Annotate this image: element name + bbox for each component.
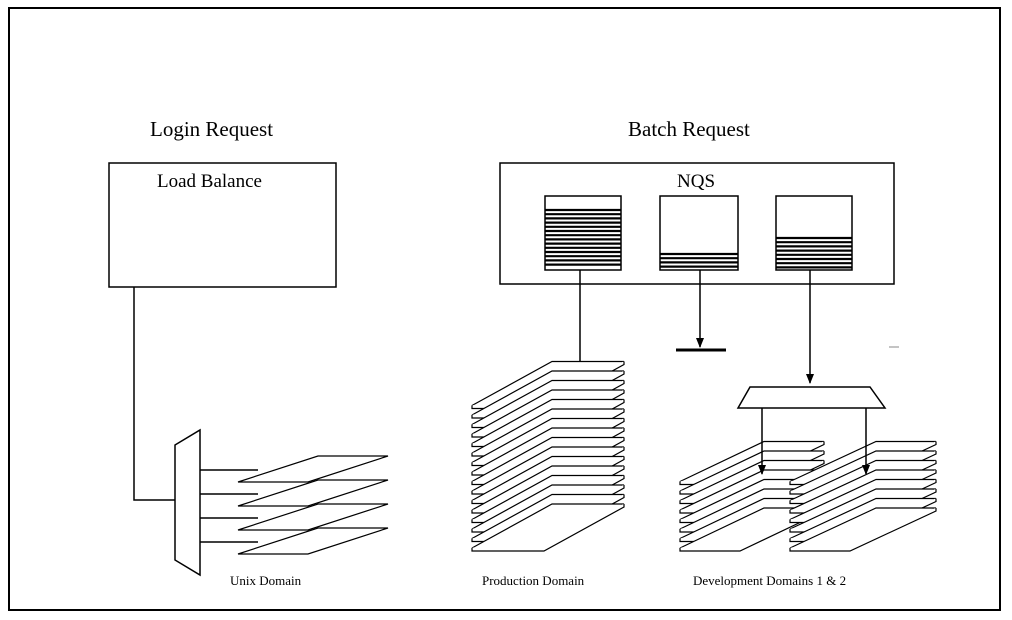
domain-layer-edge — [789, 508, 937, 552]
batch-request-heading: Batch Request — [628, 117, 750, 141]
unix-domain-planes — [200, 455, 389, 555]
unix-plane — [237, 503, 389, 531]
unix-plane — [237, 479, 389, 507]
development-domain-2-stack — [789, 440, 937, 552]
unix-plane — [237, 527, 389, 555]
production-domain-label: Production Domain — [482, 573, 585, 588]
dev-switch — [736, 386, 887, 409]
production-domain-stack — [471, 360, 625, 552]
unix-plane — [237, 455, 389, 483]
nqs-queue-2 — [659, 195, 739, 271]
load-balance-label: Load Balance — [157, 171, 262, 192]
load-balance-box — [108, 162, 337, 288]
development-domains-label: Development Domains 1 & 2 — [693, 573, 847, 588]
nqs-label: NQS — [677, 171, 716, 192]
login-request-heading: Login Request — [150, 117, 274, 141]
domain-layer-edge — [471, 504, 625, 552]
diagram-frame — [8, 7, 1001, 611]
development-domain-1-stack — [679, 440, 825, 552]
nqs-queue-1 — [544, 195, 622, 271]
unix-domain-label: Unix Domain — [230, 573, 302, 588]
nqs-queue-3 — [775, 195, 853, 271]
unix-switch — [174, 428, 201, 577]
load-balance-connector — [133, 287, 185, 504]
